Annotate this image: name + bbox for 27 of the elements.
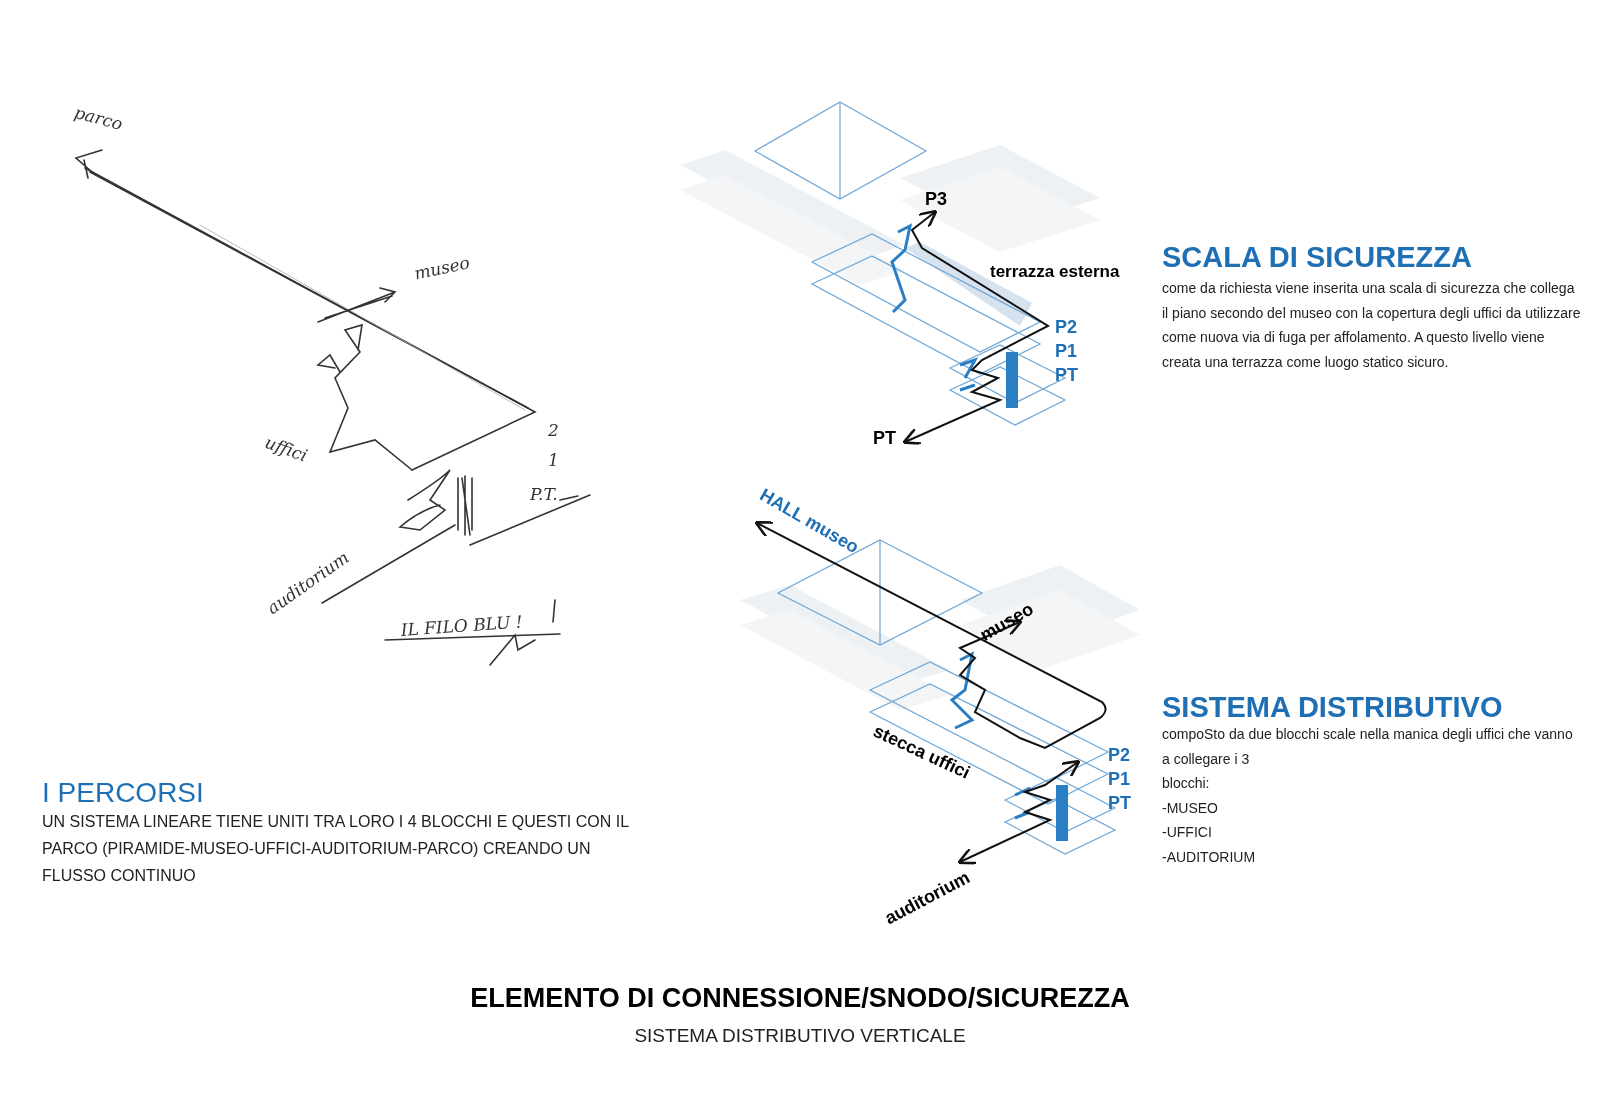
handwritten-label: P.T. <box>530 483 558 506</box>
level-label: P3 <box>925 188 948 211</box>
level-label: P2 <box>1108 744 1131 767</box>
level-label: P2 <box>1055 316 1078 339</box>
handwritten-label: 2 <box>548 419 559 442</box>
level-label: PT <box>873 427 896 450</box>
handwritten-label: museo <box>412 251 473 286</box>
area-label: terrazza esterna <box>990 261 1120 283</box>
list-heading: blocchi: <box>1162 774 1210 793</box>
section-heading: I PERCORSI <box>42 776 204 810</box>
caption: SISTEMA DISTRIBUTIVO VERTICALE <box>634 1024 966 1048</box>
title: ELEMENTO DI CONNESSIONE/SNODO/SICUREZZA <box>470 982 1130 1015</box>
list-item: -UFFICI <box>1162 823 1212 842</box>
description-text: UN SISTEMA LINEARE TIENE UNITI TRA LORO I 4 BLOCCHI E QUESTI CON IL PARCO (PIRAMIDE-MUSEO-UFFICI-AUDITORIUM-PARCO) CREANDO UN FLUSSO CONTINUO <box>42 812 630 886</box>
handwritten-label: IL FILO BLU ! <box>400 610 524 642</box>
section-heading: SISTEMA DISTRIBUTIVO <box>1162 690 1503 725</box>
handwritten-label: uffici <box>261 430 311 468</box>
level-label: PT <box>1108 792 1131 815</box>
level-label: PT <box>1055 364 1078 387</box>
level-label: P1 <box>1055 340 1078 363</box>
list-item: -AUDITORIUM <box>1162 848 1256 867</box>
handwritten-label: 1 <box>548 449 559 472</box>
handwritten-label: parco <box>71 100 126 136</box>
description-text: come da richiesta viene inserita una scala di sicurezza che collega il piano secondo del museo con la copertura degli uffici da utilizzare come nuova via di fuga per affolamento. A questo livello viene creata una terrazza come luogo statico sicuro. <box>1162 279 1582 372</box>
section-heading: SCALA DI SICUREZZA <box>1162 240 1472 275</box>
list-item: -MUSEO <box>1162 799 1218 818</box>
level-label: P1 <box>1108 768 1131 791</box>
